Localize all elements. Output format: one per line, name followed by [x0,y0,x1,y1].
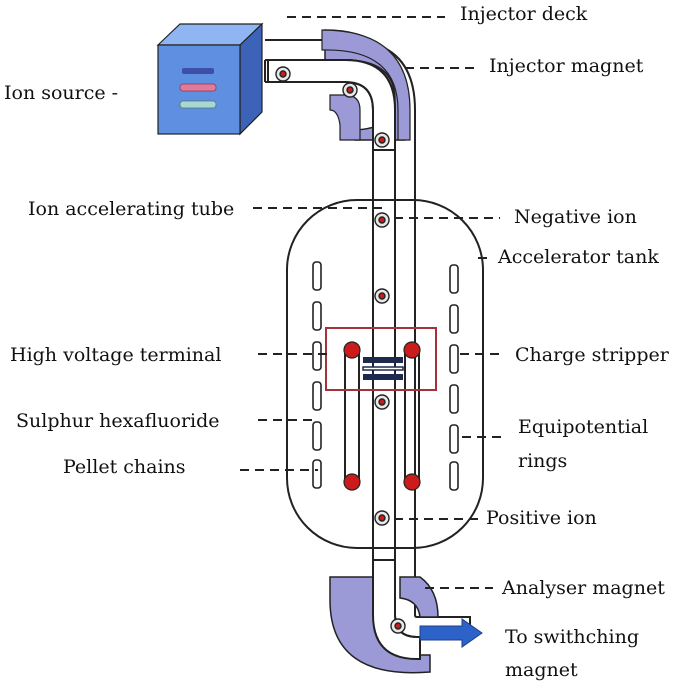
label-analyser-magnet: Analyser magnet [501,577,665,599]
cube-icon [156,22,264,136]
pellet-chain-pulleys [343,341,421,491]
label-pellet-chains: Pellet chains [63,456,186,478]
label-ion-source: Ion source - [4,82,118,104]
label-accelerator-tank: Accelerator tank [497,246,659,268]
label-injector-magnet: Injector magnet [489,55,644,77]
label-equipotential-rings-1: Equipotential [518,416,648,438]
arrow-right-icon [419,618,483,648]
charge-stripper [362,357,404,380]
label-to-switching-2: magnet [505,659,578,681]
label-equipotential-rings-2: rings [518,450,567,472]
equipotential-rings-left [312,261,322,489]
injector-magnet-outer [321,29,411,141]
pellet-chains [344,352,420,482]
leader-lines [240,16,505,589]
label-to-switching-1: To swithching [505,626,639,648]
label-ion-accelerating-tube: Ion accelerating tube [28,198,234,220]
label-sulphur-hexafluoride: Sulphur hexafluoride [16,410,220,432]
label-positive-ion: Positive ion [486,507,597,529]
ion-particles [275,66,406,634]
label-negative-ion: Negative ion [514,206,637,228]
label-injector-deck: Injector deck [460,3,588,25]
equipotential-rings-right [449,264,459,491]
analyser-magnet-right [399,576,439,618]
label-charge-stripper: Charge stripper [515,344,670,366]
tube-exit-bend [372,559,421,660]
high-voltage-terminal [325,327,437,391]
label-high-voltage-terminal: High voltage terminal [10,344,221,366]
tube-injection-leg [267,59,396,151]
injector-magnet-lower [329,94,361,141]
